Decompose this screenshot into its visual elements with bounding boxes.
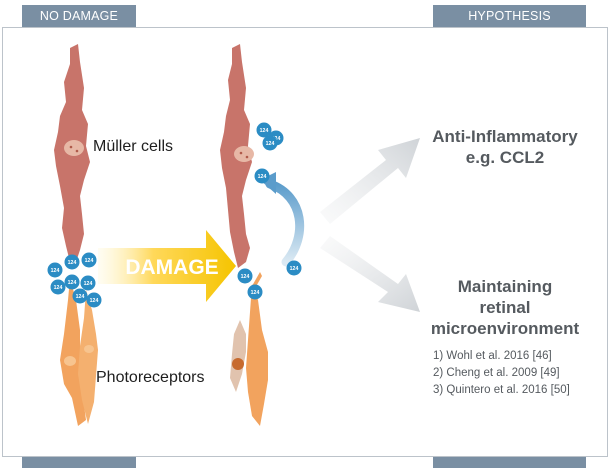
svg-text:124: 124 bbox=[90, 298, 99, 304]
figure-frame bbox=[2, 27, 608, 457]
svg-text:124: 124 bbox=[84, 281, 93, 287]
damage-label: DAMAGE bbox=[125, 256, 218, 279]
marker-124: 124 bbox=[72, 288, 88, 304]
marker-124: 124 bbox=[50, 279, 66, 295]
reference-item: 2) Cheng et al. 2009 [49] bbox=[433, 367, 560, 379]
svg-text:124: 124 bbox=[68, 260, 77, 266]
muller-nucleus-right bbox=[234, 146, 254, 162]
svg-text:124: 124 bbox=[54, 285, 63, 291]
tab-no-damage: NO DAMAGE bbox=[22, 5, 136, 27]
svg-text:124: 124 bbox=[51, 268, 60, 274]
arrow-maintaining bbox=[320, 236, 420, 312]
marker-124: 124 bbox=[247, 284, 263, 300]
label-muller-cells: Müller cells bbox=[93, 138, 174, 155]
marker-124: 124 bbox=[286, 260, 302, 276]
tab-hypothesis: HYPOTHESIS bbox=[433, 5, 586, 27]
marker-124: 124 bbox=[80, 275, 96, 291]
svg-text:124: 124 bbox=[85, 258, 94, 264]
reference-item: 1) Wohl et al. 2016 [46] bbox=[433, 350, 552, 362]
marker-124: 124 bbox=[81, 252, 97, 268]
svg-text:124: 124 bbox=[76, 294, 85, 300]
arrow-anti-inflammatory bbox=[320, 138, 420, 224]
muller-nucleus-left bbox=[64, 140, 84, 156]
marker-124: 124 bbox=[256, 122, 272, 138]
marker-group: 124 124 124 124 124 124 124 124 124 124 … bbox=[47, 122, 302, 308]
photoreceptor-right-dead bbox=[230, 320, 246, 392]
svg-text:124: 124 bbox=[251, 290, 260, 296]
label-photoreceptors: Photoreceptors bbox=[96, 369, 205, 386]
marker-124: 124 bbox=[262, 135, 278, 151]
tab-bottom-right bbox=[433, 457, 586, 468]
reference-item: 3) Quintero et al. 2016 [50] bbox=[433, 384, 570, 396]
heading-anti-inflammatory: Anti-Inflammatory e.g. CCL2 bbox=[432, 127, 578, 167]
svg-text:124: 124 bbox=[266, 141, 275, 147]
svg-text:124: 124 bbox=[241, 274, 250, 280]
svg-text:124: 124 bbox=[290, 266, 299, 272]
tab-bottom-left bbox=[22, 457, 136, 468]
photoreceptor-left-1 bbox=[60, 278, 86, 426]
svg-text:124: 124 bbox=[258, 174, 267, 180]
marker-124: 124 bbox=[254, 168, 270, 184]
marker-124: 124 bbox=[237, 268, 253, 284]
photoreceptor-left-2 bbox=[78, 290, 98, 424]
feedback-arc bbox=[265, 179, 305, 267]
marker-124: 124 bbox=[64, 254, 80, 270]
marker-124: 124 bbox=[47, 262, 63, 278]
svg-text:124: 124 bbox=[68, 280, 77, 286]
references-list: 1) Wohl et al. 2016 [46] 2) Cheng et al.… bbox=[433, 348, 570, 399]
marker-124: 124 bbox=[64, 274, 80, 290]
marker-124: 124 bbox=[86, 292, 102, 308]
damage-arrow bbox=[98, 230, 236, 302]
svg-text:124: 124 bbox=[260, 128, 269, 134]
photoreceptor-right bbox=[246, 284, 268, 426]
heading-maintaining: Maintaining retinal microenvironment bbox=[430, 277, 580, 338]
